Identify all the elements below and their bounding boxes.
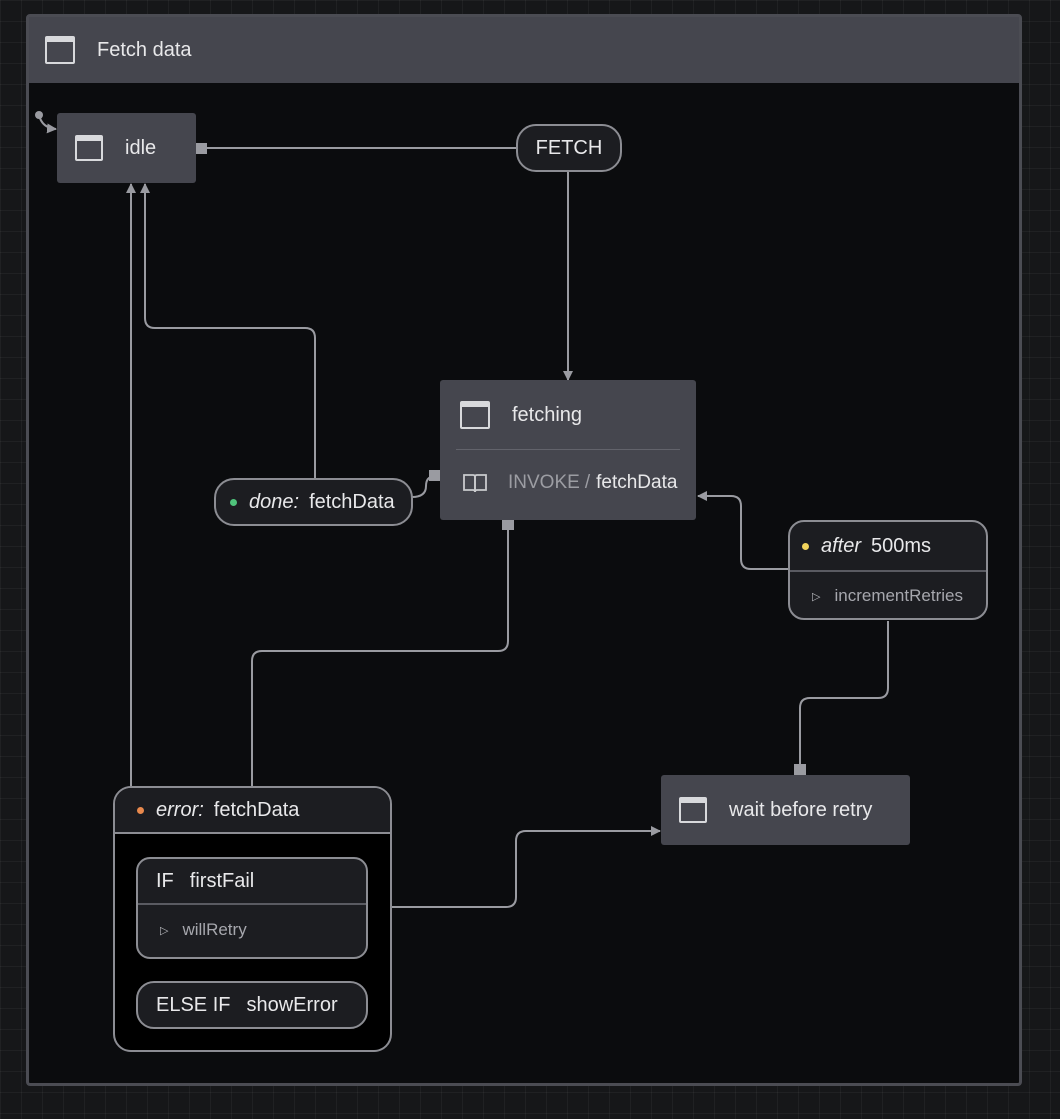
state-icon (460, 401, 490, 429)
guard-else-condition: showError (246, 993, 338, 1016)
state-idle[interactable]: idle (57, 113, 196, 183)
port-wait-top (794, 764, 806, 775)
event-after-prefix: after (821, 534, 862, 557)
guard-if-keyword: IF (156, 869, 174, 892)
guard-if-header: IF firstFail (138, 859, 366, 903)
initial-dot (35, 111, 43, 119)
guard-else-keyword: ELSE IF (156, 993, 231, 1016)
state-idle-label: idle (125, 136, 157, 159)
state-icon (45, 36, 75, 64)
invoke-row[interactable]: INVOKE / fetchData (462, 472, 677, 494)
divider (790, 570, 986, 572)
event-fetch[interactable]: FETCH (516, 124, 622, 172)
machine-header[interactable]: Fetch data (29, 17, 1019, 83)
guard-if-action[interactable]: ▷ willRetry (138, 905, 366, 955)
event-error-header: error: fetchData (115, 788, 390, 832)
event-after-header: after 500ms (790, 522, 986, 570)
port-idle (196, 143, 207, 154)
divider (456, 449, 680, 450)
state-wait-before-retry[interactable]: wait before retry (661, 775, 910, 845)
guard-if-first-fail[interactable]: IF firstFail ▷ willRetry (136, 857, 368, 959)
book-icon (463, 474, 487, 493)
edge-if-wait (367, 826, 661, 908)
event-error-name: fetchData (213, 798, 300, 821)
event-done-name: fetchData (309, 490, 395, 513)
event-done-prefix: done: (249, 490, 300, 513)
divider (138, 903, 366, 905)
state-icon (679, 797, 707, 823)
event-after-dot (802, 542, 809, 550)
event-after-action-label: incrementRetries (834, 586, 963, 605)
edge-done-idle (140, 183, 316, 478)
state-icon (75, 135, 103, 161)
guard-else-header: ELSE IF showError (138, 983, 366, 1027)
edge-fetching-error (251, 524, 509, 786)
edge-after-fetching (697, 491, 788, 570)
port-fetching-left (429, 470, 440, 481)
event-fetch-label: FETCH (535, 136, 603, 159)
guard-else-show-error[interactable]: ELSE IF showError (136, 981, 368, 1029)
invoke-name: fetchData (596, 472, 678, 493)
event-done-dot (230, 498, 237, 506)
event-after-action[interactable]: ▷ incrementRetries (790, 572, 986, 620)
state-fetching[interactable]: fetching INVOKE / fetchData (440, 380, 696, 520)
event-error-dot (137, 806, 144, 814)
action-icon: ▷ (160, 924, 169, 937)
port-fetching-bottom (502, 519, 514, 530)
edge-after-wait (799, 621, 889, 768)
divider (115, 832, 390, 834)
state-wait-label: wait before retry (729, 798, 873, 821)
state-fetching-label: fetching (512, 403, 583, 426)
event-error[interactable]: error: fetchData IF firstFail ▷ willRetr… (113, 786, 392, 1052)
event-done[interactable]: done: fetchData (214, 478, 413, 526)
guard-if-condition: firstFail (189, 869, 255, 892)
action-icon: ▷ (812, 590, 821, 603)
machine-title: Fetch data (97, 38, 192, 61)
state-fetching-header: fetching (440, 380, 696, 450)
invoke-separator: / (584, 472, 591, 493)
event-error-prefix: error: (156, 798, 204, 821)
guard-if-action-label: willRetry (182, 920, 247, 939)
invoke-keyword: INVOKE (508, 472, 580, 493)
event-after-delay: 500ms (871, 534, 932, 557)
event-after[interactable]: after 500ms ▷ incrementRetries (788, 520, 988, 620)
